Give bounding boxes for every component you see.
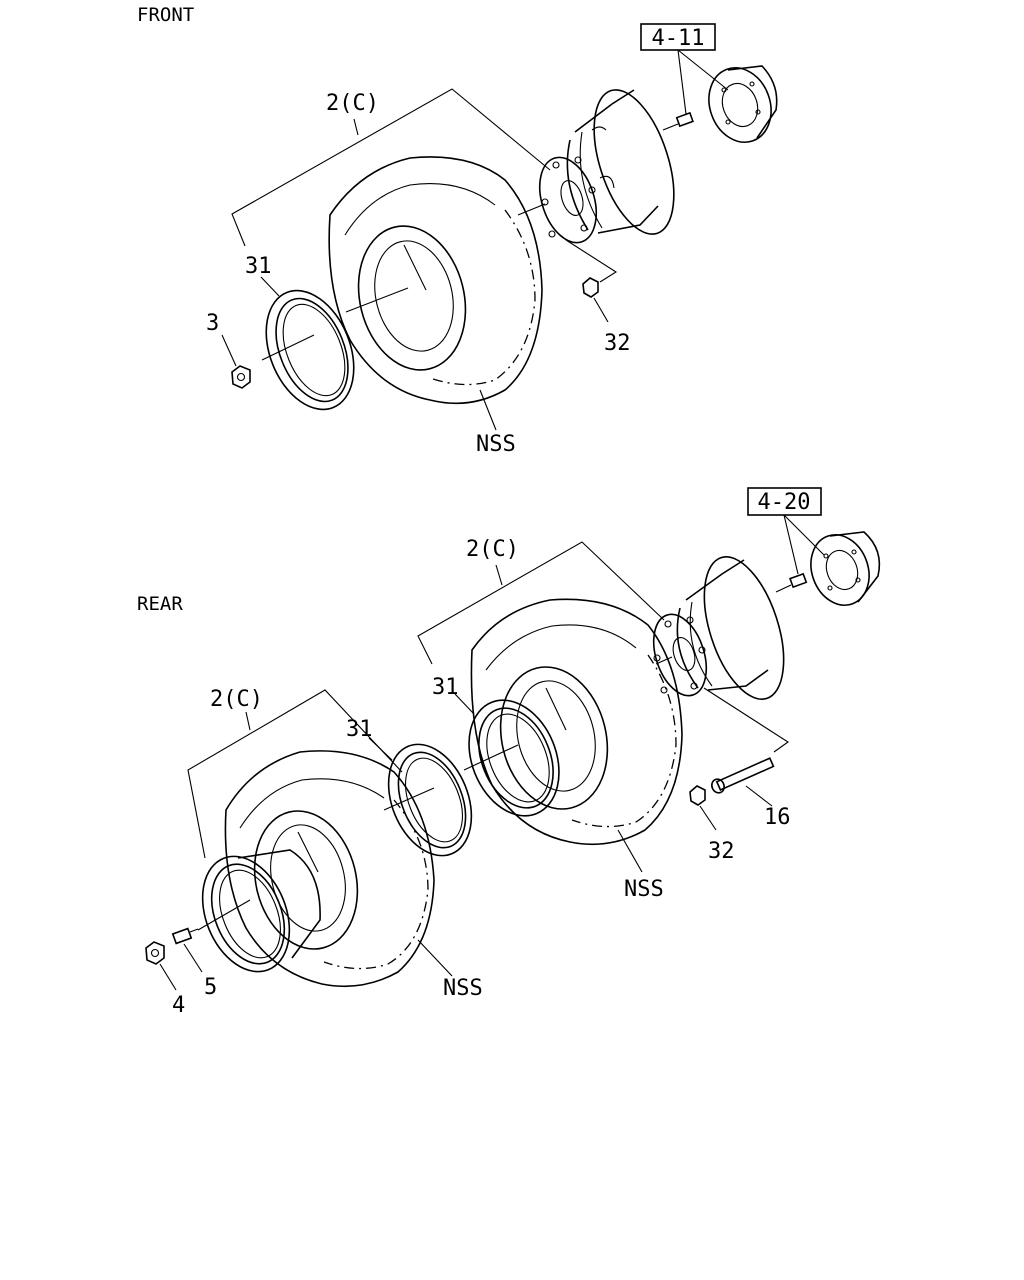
rear-inner-tire-label: NSS (624, 877, 664, 902)
front-hub (708, 65, 778, 143)
rear-stud-label: 5 (204, 975, 217, 1000)
front-hub-nut-label: 32 (604, 331, 631, 356)
rear-outer-stud: 5 (171, 927, 217, 1000)
rear-hub-stud (775, 572, 808, 593)
rear-hub-nut-label: 32 (708, 839, 735, 864)
rear-ref-box: 4-20 (747, 487, 825, 575)
rear-ref-box-label: 4-20 (758, 490, 811, 515)
rear-outer-assembly-bracket: 2(C) (187, 687, 403, 859)
front-ref-box-label: 4-11 (652, 26, 705, 51)
front-wheel-disc (538, 89, 675, 244)
rear-outer-rim (197, 849, 321, 973)
front-tire (328, 156, 546, 405)
rear-inner-ring: 31 (432, 675, 560, 817)
rear-outer-assembly-label: 2(C) (210, 687, 263, 712)
rear-outer-tire-label: NSS (443, 976, 483, 1001)
rear-inner-tire (470, 598, 683, 846)
rear-inner-assembly-bracket: 2(C) (417, 537, 665, 665)
front-hub-stud (662, 111, 694, 131)
front-assembly-label: 2(C) (326, 91, 379, 116)
rear-inner-ring-label: 31 (432, 675, 459, 700)
rear-nut-label: 4 (172, 993, 185, 1018)
front-side-ring: 31 (245, 254, 355, 411)
rear-inner-assembly-label: 2(C) (466, 537, 519, 562)
front-assembly-bracket: 2(C) (231, 88, 551, 247)
front-wheel-nut: 3 (206, 311, 251, 389)
rear-long-bolt: 16 (703, 687, 791, 830)
front-hub-nut: 32 (565, 239, 631, 356)
front-tire-label: NSS (476, 432, 516, 457)
front-ring-label: 31 (245, 254, 272, 279)
front-nut-label: 3 (206, 311, 219, 336)
rear-hub-nut: 32 (689, 785, 735, 864)
section-label-front: FRONT (137, 4, 194, 26)
rear-outer-ring: 31 (346, 717, 473, 857)
rear-bolt-label: 16 (764, 805, 791, 830)
front-ref-box: 4-11 (640, 23, 729, 115)
rear-outer-tire (224, 750, 435, 988)
rear-outer-ring-label: 31 (346, 717, 373, 742)
rear-outer-nut: 4 (145, 941, 185, 1018)
rear-hub (810, 531, 881, 606)
rear-wheel-disc (652, 556, 785, 700)
section-label-rear: REAR (137, 593, 183, 615)
